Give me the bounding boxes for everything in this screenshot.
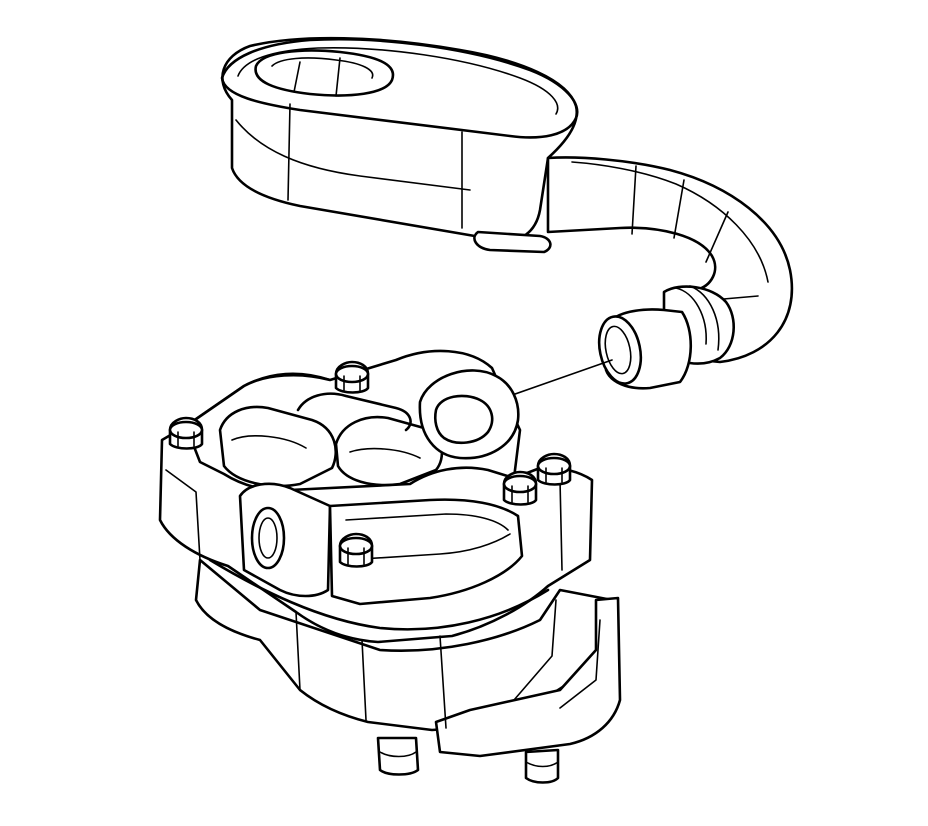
- pump-inlet-port: [433, 394, 494, 445]
- pump-inlet-boss: [418, 369, 520, 460]
- pump-body-face: [328, 498, 524, 606]
- oil-pump-assembly: [158, 349, 622, 784]
- pickup-screen-rim: [220, 37, 579, 139]
- pickup-tube-outlet-end: [597, 315, 643, 385]
- oil-pump-pickup-tube: [220, 36, 794, 390]
- pump-front-bore: [250, 506, 286, 570]
- pump-bolt-right: [502, 470, 538, 506]
- pickup-screen-inlet-opening: [254, 49, 395, 97]
- pump-bolt-left: [168, 416, 204, 450]
- pump-mounting-flange: [434, 596, 622, 758]
- pump-bolt-top: [334, 360, 370, 394]
- pump-body-band: [208, 558, 550, 631]
- alignment-leader-line: [497, 359, 613, 401]
- pump-bolt-far-right: [536, 452, 572, 486]
- pump-bolt-front: [338, 532, 374, 568]
- pickup-tube-bracket: [473, 230, 552, 254]
